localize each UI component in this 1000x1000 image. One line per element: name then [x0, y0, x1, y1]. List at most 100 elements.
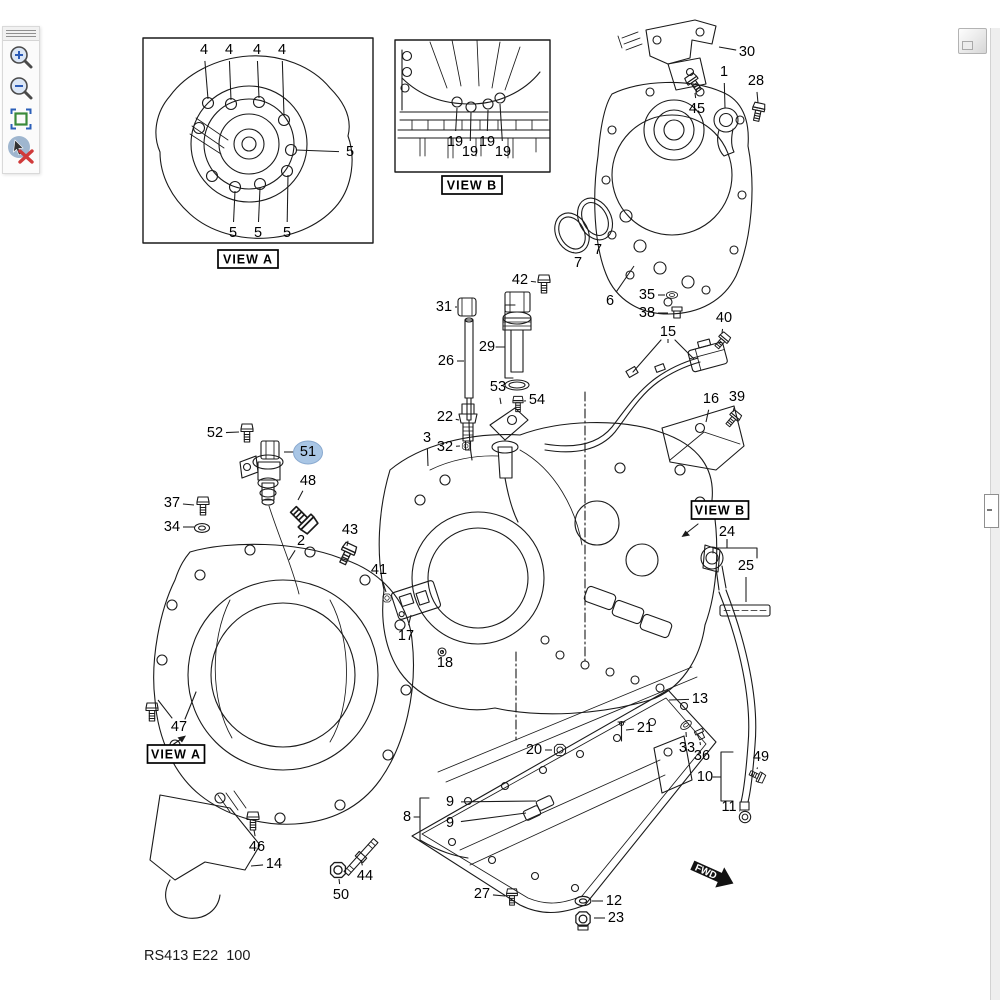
part-callout-22[interactable]: 22 [437, 409, 453, 425]
part-callout-1[interactable]: 1 [720, 64, 728, 80]
part-callout-42[interactable]: 42 [512, 272, 528, 288]
leader-line [499, 397, 502, 405]
part-callout-30[interactable]: 30 [739, 44, 755, 60]
part-callout-19[interactable]: 19 [447, 134, 463, 150]
part-callout-26[interactable]: 26 [438, 353, 454, 369]
part-callout-46[interactable]: 46 [249, 839, 265, 855]
leader-line [492, 894, 506, 897]
menu-grip[interactable] [3, 27, 39, 41]
part-callout-9[interactable]: 9 [446, 794, 454, 810]
vertical-scrollbar-thumb[interactable] [984, 494, 999, 528]
part-callout-45[interactable]: 45 [689, 101, 705, 117]
part-callout-25[interactable]: 25 [738, 558, 754, 574]
part-callout-10[interactable]: 10 [697, 769, 713, 785]
leader-line [346, 540, 349, 547]
leader-line [257, 187, 261, 223]
part-callout-33[interactable]: 33 [679, 740, 695, 756]
part-callout-4[interactable]: 4 [200, 42, 208, 58]
part-callout-44[interactable]: 44 [357, 868, 373, 884]
view-label-text: VIEW B [447, 179, 497, 193]
part-callout-38[interactable]: 38 [639, 305, 655, 321]
leader-line [668, 698, 690, 701]
part-callout-19[interactable]: 19 [495, 144, 511, 160]
part-callout-4[interactable]: 4 [278, 42, 286, 58]
leader-line [256, 60, 260, 99]
leader-line [408, 614, 412, 626]
part-callout-35[interactable]: 35 [639, 287, 655, 303]
part-callout-3[interactable]: 3 [423, 430, 431, 446]
leader-line [288, 550, 296, 561]
part-callout-9[interactable]: 9 [446, 815, 454, 831]
pointer-cancel-button[interactable] [5, 135, 37, 165]
view-label-box [441, 175, 503, 195]
part-callout-18[interactable]: 18 [437, 655, 453, 671]
part-callout-29[interactable]: 29 [479, 339, 495, 355]
part-callout-40[interactable]: 40 [716, 310, 732, 326]
zoom-in-button[interactable] [5, 42, 37, 72]
part-callout-31[interactable]: 31 [436, 299, 452, 315]
part-callout-19[interactable]: 19 [479, 134, 495, 150]
part-callout-41[interactable]: 41 [371, 562, 387, 578]
zoom-out-button[interactable] [5, 73, 37, 103]
part-callout-51[interactable]: 51 [300, 444, 316, 460]
leader-line [360, 859, 363, 866]
part-callout-14[interactable]: 14 [266, 856, 282, 872]
part-callout-11[interactable]: 11 [721, 799, 736, 815]
leader-line [723, 82, 726, 109]
part-callout-5[interactable]: 5 [229, 225, 237, 241]
part-callout-43[interactable]: 43 [342, 522, 358, 538]
fwd-arrow: FWD [690, 860, 734, 888]
part-callout-53[interactable]: 53 [490, 379, 506, 395]
part-callout-54[interactable]: 54 [529, 392, 545, 408]
part-callout-19[interactable]: 19 [462, 144, 478, 160]
view-label-box [217, 249, 279, 269]
part-callout-5[interactable]: 5 [254, 225, 262, 241]
part-callout-12[interactable]: 12 [606, 893, 622, 909]
part-callout-4[interactable]: 4 [253, 42, 261, 58]
part-callout-5[interactable]: 5 [283, 225, 291, 241]
part-callout-21[interactable]: 21 [637, 720, 653, 736]
oil-pan [411, 666, 717, 931]
view-label: VIEW B [690, 500, 750, 520]
leader-line [460, 812, 527, 823]
leader-line [721, 328, 724, 334]
leader-line [232, 190, 236, 223]
part-callout-52[interactable]: 52 [207, 425, 223, 441]
part-callout-49[interactable]: 49 [753, 749, 769, 765]
valve-area-parts [553, 718, 707, 757]
part-callout-5[interactable]: 5 [346, 144, 354, 160]
part-callout-37[interactable]: 37 [164, 495, 180, 511]
part-callout-34[interactable]: 34 [164, 519, 180, 535]
part-callout-36[interactable]: 36 [694, 748, 710, 764]
part-callout-27[interactable]: 27 [474, 886, 490, 902]
view-label-text: VIEW B [695, 504, 745, 518]
part-callout-48[interactable]: 48 [300, 473, 316, 489]
view-label: VIEW A [146, 744, 206, 764]
part-callout-47[interactable]: 47 [171, 719, 187, 735]
part-callout-15[interactable]: 15 [660, 324, 676, 340]
part-callout-2[interactable]: 2 [297, 533, 305, 549]
part-callout-39[interactable]: 39 [729, 389, 745, 405]
page-thumbnail-icon[interactable] [958, 28, 987, 54]
part-callout-13[interactable]: 13 [692, 691, 708, 707]
tool-palette [2, 26, 40, 174]
leader-line [426, 448, 429, 467]
part-callout-16[interactable]: 16 [703, 391, 719, 407]
leader-line [694, 92, 697, 99]
part-callout-8[interactable]: 8 [403, 809, 411, 825]
part-callout-24[interactable]: 24 [719, 524, 735, 540]
part-callout-4[interactable]: 4 [225, 42, 233, 58]
part-callout-17[interactable]: 17 [398, 628, 414, 644]
selected-part-highlight [293, 440, 323, 465]
part-callout-7[interactable]: 7 [574, 255, 582, 271]
fit-to-screen-button[interactable] [5, 104, 37, 134]
part-callout-20[interactable]: 20 [526, 742, 542, 758]
part-callout-32[interactable]: 32 [437, 439, 453, 455]
part-callout-6[interactable]: 6 [606, 293, 614, 309]
part-callout-23[interactable]: 23 [608, 910, 624, 926]
sensor-parts [457, 274, 586, 665]
part-callout-7[interactable]: 7 [594, 242, 602, 258]
leader-line [732, 407, 735, 413]
part-callout-50[interactable]: 50 [333, 887, 349, 903]
part-callout-28[interactable]: 28 [748, 73, 764, 89]
